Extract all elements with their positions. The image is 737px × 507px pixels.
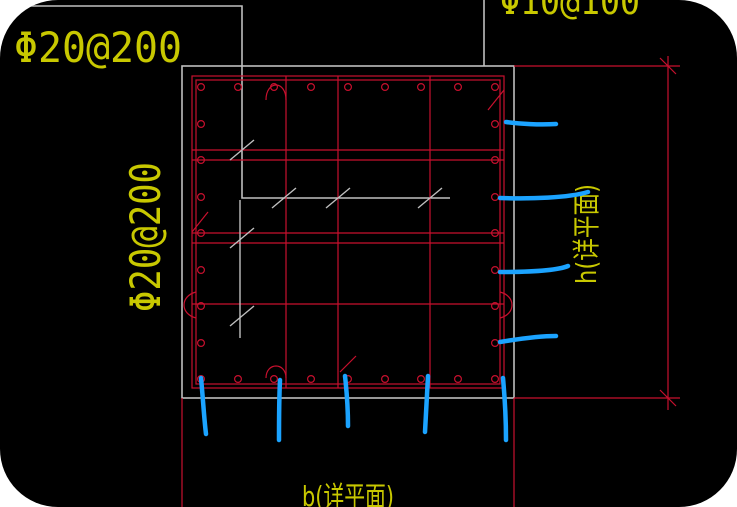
dim-tick-bottom (659, 389, 677, 407)
left-vertical-rebar-label: Φ20@200 (121, 162, 170, 312)
width-dimension-label: b(详平面) (302, 480, 394, 507)
rebar-bar (491, 229, 500, 238)
hook-top (265, 84, 287, 101)
rebar-bar (197, 302, 206, 311)
blue-marker-stroke (422, 373, 431, 435)
stirrup-grid (181, 56, 680, 507)
rebar-bar (491, 375, 500, 384)
rebar-bar (234, 375, 243, 384)
blue-marker-stroke (503, 119, 559, 127)
rebar-bar (234, 82, 243, 91)
rebar-bar (197, 119, 206, 128)
top-left-rebar-label: Φ20@200 (14, 23, 182, 72)
blue-marker-stroke (500, 375, 509, 443)
rebar-bar (417, 82, 426, 91)
height-dimension-label: h(详平面) (570, 184, 603, 284)
rebar-bar (417, 375, 426, 384)
rebar-bar (491, 82, 500, 91)
blue-marker-stroke (497, 189, 591, 201)
dim-tick-top (659, 57, 677, 75)
rebar-bar (344, 82, 353, 91)
blue-marker-stroke (497, 333, 559, 345)
blue-marker-stroke (342, 373, 351, 429)
wall-outline-left (0, 5, 450, 199)
rebar-bar (491, 266, 500, 275)
hook-corner-tr (487, 89, 505, 111)
red-tick-mark (339, 355, 357, 373)
tick-mark (271, 187, 297, 209)
tick-mark (229, 139, 255, 161)
rebar-bar (454, 82, 463, 91)
rebar-bar (197, 156, 206, 165)
rebar-bar (307, 375, 316, 384)
rebar-bar (197, 266, 206, 275)
rebar-bar (491, 156, 500, 165)
rebar-bar (197, 82, 206, 91)
wall-rebar-ticks (229, 139, 443, 338)
hook-left (183, 291, 197, 319)
rebar-bar (197, 193, 206, 202)
rebar-bar (381, 82, 390, 91)
blue-marker-stroke (497, 263, 571, 275)
rebar-bar (270, 82, 279, 91)
tick-mark (325, 187, 351, 209)
rebar-bar (491, 119, 500, 128)
column-outline (181, 65, 515, 399)
rebar-bar (491, 339, 500, 348)
hook-right (499, 291, 513, 319)
rebar-bar (270, 375, 279, 384)
rebar-bar (197, 339, 206, 348)
tick-mark (229, 305, 255, 327)
top-right-rebar-label: Φ10@100 (500, 0, 640, 23)
tick-mark (229, 227, 255, 249)
tick-mark (417, 187, 443, 209)
blue-marker-stroke (198, 375, 209, 437)
rebar-bar (491, 302, 500, 311)
rebar-bar (307, 82, 316, 91)
rebar-bar (381, 375, 390, 384)
outer-stirrup (191, 75, 505, 389)
rebar-bars (197, 82, 500, 384)
handwritten-markers (198, 119, 591, 443)
hook-corner-ml (191, 211, 209, 233)
blue-marker-stroke (276, 377, 283, 443)
rebar-bar (197, 229, 206, 238)
hook-bottom (265, 365, 287, 379)
rebar-bar (454, 375, 463, 384)
rebar-bar (491, 193, 500, 202)
